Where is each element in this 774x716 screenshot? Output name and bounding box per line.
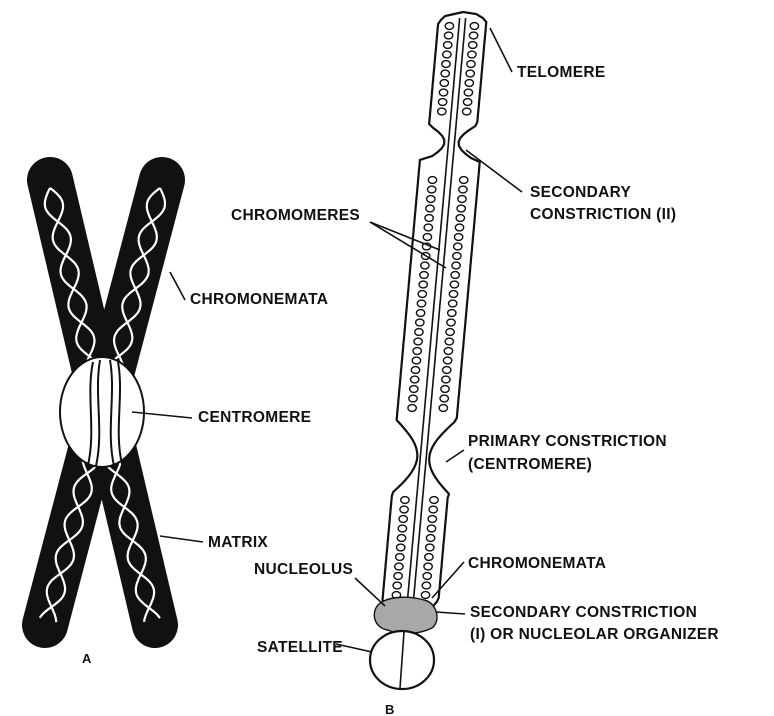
primary-constriction-label-line2: (CENTROMERE) <box>468 456 592 473</box>
panel-b-label: B <box>385 702 394 716</box>
chromonemata-a-label: CHROMONEMATA <box>190 291 328 308</box>
telomere-leader <box>490 28 512 72</box>
nucleolus-blob <box>374 597 437 633</box>
chromonemata-b-label: CHROMONEMATA <box>468 555 606 572</box>
secondary-constriction-i-leader <box>436 612 465 614</box>
centromere-region <box>60 357 144 467</box>
panel-a-label: A <box>82 651 92 666</box>
primary-constriction-leader <box>446 450 464 462</box>
telomere-label: TELOMERE <box>517 64 606 81</box>
secondary-constriction-ii-label-line2: CONSTRICTION (II) <box>530 206 676 223</box>
secondary-constriction-ii-label-line1: SECONDARY <box>530 184 632 201</box>
matrix-label: MATRIX <box>208 534 268 551</box>
chromosome-a <box>40 180 165 625</box>
chromomeres-label: CHROMOMERES <box>231 207 360 224</box>
chromosome-b <box>370 12 486 689</box>
centromere-label: CENTROMERE <box>198 409 311 426</box>
secondary-constriction-i-label-line1: SECONDARY CONSTRICTION <box>470 604 697 621</box>
satellite-label: SATELLITE <box>257 639 343 656</box>
secondary-constriction-i-label-line2: (I) OR NUCLEOLAR ORGANIZER <box>470 626 719 643</box>
nucleolus-leader <box>355 578 385 606</box>
nucleolus-label: NUCLEOLUS <box>254 561 353 578</box>
chromonemata-a-leader <box>170 272 185 300</box>
matrix-leader <box>160 536 203 542</box>
primary-constriction-label-line1: PRIMARY CONSTRICTION <box>468 433 667 450</box>
